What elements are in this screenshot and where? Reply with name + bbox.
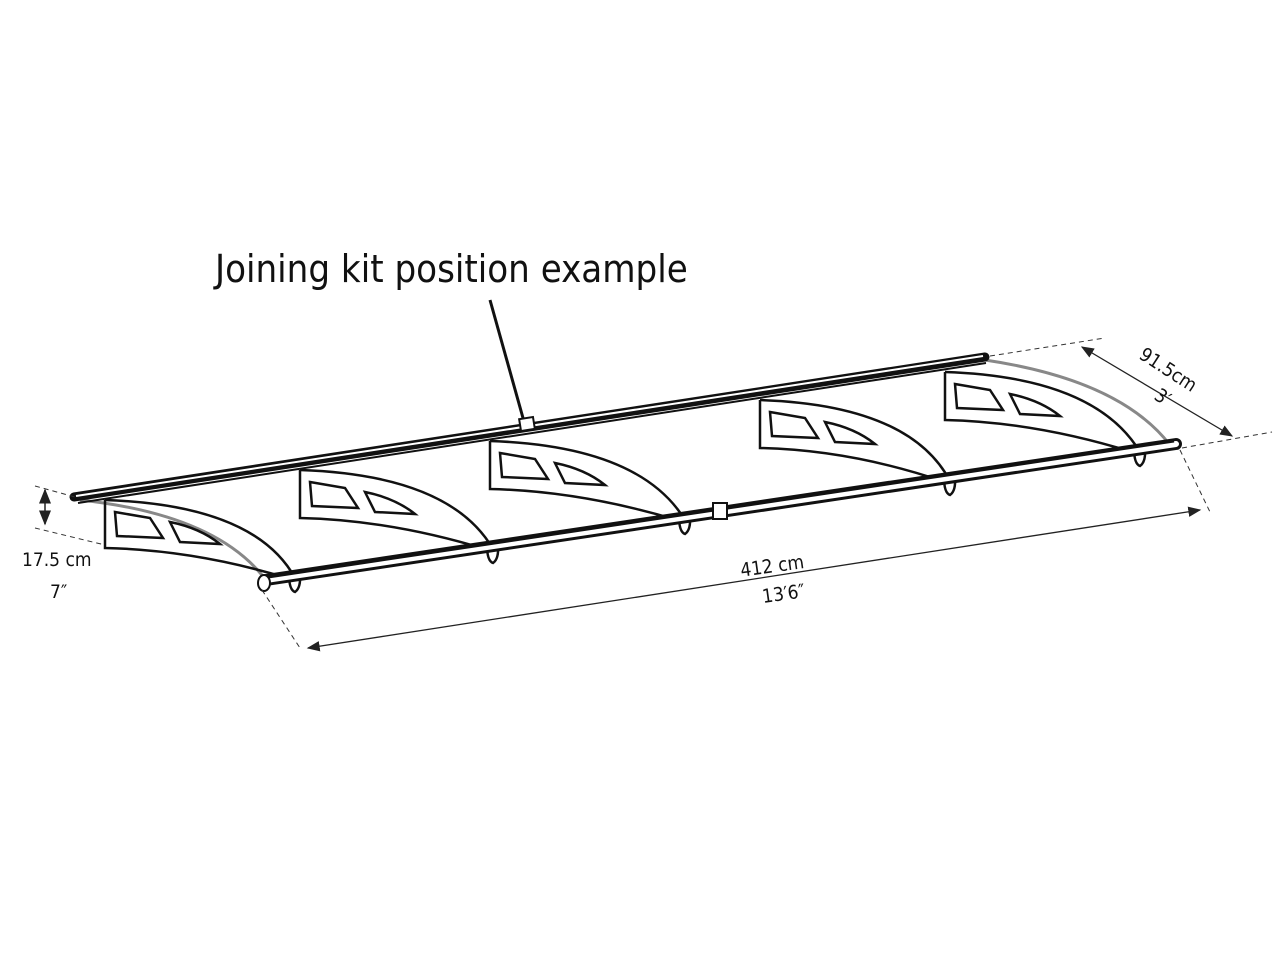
height-dimension — [34, 485, 106, 546]
height-metric-label: 17.5 cm — [22, 549, 92, 571]
length-dimension — [261, 449, 1211, 652]
front-rail — [257, 438, 1182, 592]
depth-dimension — [989, 337, 1273, 449]
bracket — [298, 468, 495, 551]
bracket — [488, 439, 687, 522]
length-metric-label: 412 cm — [739, 551, 806, 582]
depth-imperial-label: 3′ — [1150, 384, 1174, 411]
bracket — [758, 398, 952, 483]
bracket — [103, 498, 297, 580]
right-edge-arc — [984, 358, 1172, 446]
left-edge-arc — [79, 498, 270, 584]
leader-line — [488, 299, 525, 419]
joining-kit — [518, 415, 536, 433]
bracket — [943, 370, 1142, 454]
length-imperial-label: 13′6″ — [761, 580, 807, 608]
title-label: Joining kit position example — [213, 247, 688, 291]
rail-clip — [942, 476, 957, 497]
height-imperial-label: 7″ — [50, 581, 67, 603]
brackets — [103, 370, 1147, 594]
